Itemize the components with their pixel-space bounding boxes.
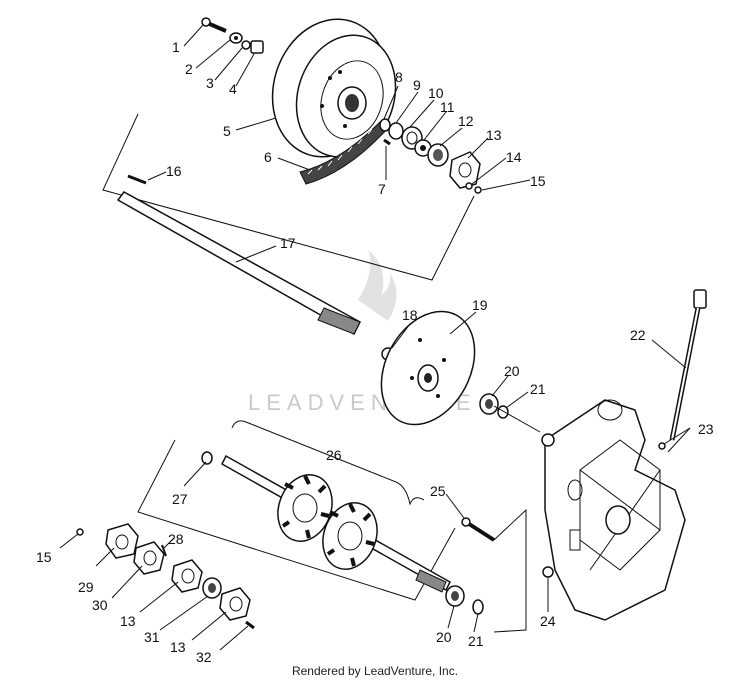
part-3-washer: [241, 40, 251, 50]
callout-13-upper: 13: [486, 127, 502, 143]
callout-15-lower: 15: [36, 549, 52, 565]
callout-29: 29: [78, 579, 94, 595]
part-13-flange-lower-b: [219, 587, 251, 621]
callout-16: 16: [166, 163, 182, 179]
callout-23: 23: [698, 421, 714, 437]
callout-labels: 1 2 3 4 5 6 7 8 9 10 11 12 13 14 15 16 1…: [36, 39, 714, 665]
callout-2: 2: [185, 61, 193, 77]
part-24-nut: [542, 566, 554, 578]
callout-19: 19: [472, 297, 488, 313]
callout-4: 4: [229, 81, 237, 97]
callout-3: 3: [206, 75, 214, 91]
callout-27: 27: [172, 491, 188, 507]
part-13-flange-lower-a: [171, 559, 203, 593]
part-22-dipstick: [669, 289, 707, 441]
callout-22: 22: [630, 327, 646, 343]
part-21-ring-upper: [497, 405, 509, 419]
part-12-bearing: [427, 143, 449, 167]
part-8-washer: [379, 118, 391, 132]
part-16-key: [127, 174, 147, 185]
part-23-fitting: [658, 442, 666, 450]
callout-5: 5: [223, 123, 231, 139]
part-29-flange: [105, 523, 139, 559]
callout-31: 31: [144, 629, 160, 645]
part-15-nut-lower: [76, 528, 84, 536]
part-32-bolt: [245, 620, 255, 630]
leader-lines: [59, 24, 691, 651]
part-15-nut-upper: [474, 186, 482, 194]
part-20-bearing-lower: [445, 585, 465, 607]
part-7-pin: [383, 138, 391, 146]
part-19-brake-disc: [380, 310, 476, 426]
part-20-bearing-upper: [479, 393, 499, 415]
sprocket-group-brace: [231, 420, 425, 506]
callout-8: 8: [395, 69, 403, 85]
callout-24: 24: [540, 613, 556, 629]
callout-12: 12: [458, 113, 474, 129]
part-26-driveshaft: [221, 454, 451, 593]
callout-21-upper: 21: [530, 381, 546, 397]
callout-30: 30: [92, 597, 108, 613]
part-28-pin: [161, 544, 167, 557]
part-31-bearing: [202, 577, 222, 599]
chaincase-housing: [541, 399, 686, 621]
callout-18: 18: [402, 307, 418, 323]
part-9-ring: [388, 122, 404, 140]
callout-21-lower: 21: [468, 633, 484, 649]
part-13-flange-upper: [449, 151, 481, 189]
callout-1: 1: [172, 39, 180, 55]
callout-20-upper: 20: [504, 363, 520, 379]
callout-10: 10: [428, 85, 444, 101]
callout-25: 25: [430, 483, 446, 499]
callout-17: 17: [280, 235, 296, 251]
part-25-bolt: [461, 517, 496, 542]
callout-13-lower-a: 13: [120, 613, 136, 629]
callout-26: 26: [326, 447, 342, 463]
part-14-nut: [465, 182, 473, 190]
part-27-seal: [201, 451, 213, 465]
part-4-spacer: [250, 40, 264, 54]
callout-14: 14: [506, 149, 522, 165]
callout-32: 32: [196, 649, 212, 665]
callout-11: 11: [440, 99, 455, 115]
driveshaft-bracket: [137, 439, 456, 601]
part-5-sheave: [271, 18, 397, 158]
callout-13-lower-b: 13: [170, 639, 186, 655]
callout-7: 7: [378, 181, 386, 197]
part-17-shaft: [116, 191, 361, 336]
callout-20-lower: 20: [436, 629, 452, 645]
shaft-group-bracket: [102, 113, 475, 281]
footer-credit: Rendered by LeadVenture, Inc.: [291, 664, 459, 678]
callout-9: 9: [413, 77, 421, 93]
callout-6: 6: [264, 149, 272, 165]
part-21-ring-lower: [472, 599, 484, 615]
callout-28: 28: [168, 531, 184, 547]
part-1-bolt: [201, 17, 227, 33]
callout-15-upper: 15: [530, 173, 546, 189]
